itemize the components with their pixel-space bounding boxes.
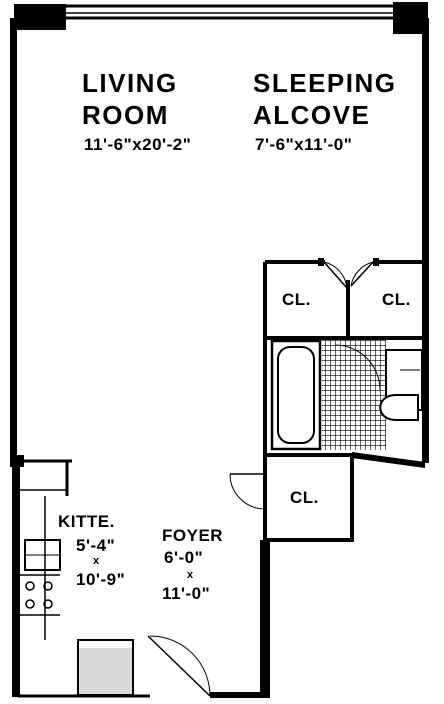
kitchen-dim2: 10'-9" xyxy=(76,570,125,589)
bottom-wall xyxy=(18,635,270,698)
kitchen-dim1: 5'-4" xyxy=(76,536,115,555)
kitchen-x: x xyxy=(93,555,100,567)
closet-block xyxy=(263,258,425,340)
closet-left-label: CL. xyxy=(282,290,311,309)
foyer-x: x xyxy=(187,569,194,581)
foyer-dim1: 6'-0" xyxy=(164,548,203,567)
top-wall xyxy=(14,2,428,34)
sleeping-alcove-dimensions: 7'-6"x11'-0" xyxy=(255,135,352,154)
kitchen-name: KITTE. xyxy=(58,512,115,531)
right-wall xyxy=(422,18,429,463)
closet-right-label: CL. xyxy=(382,290,411,309)
bathroom xyxy=(263,338,425,468)
sleeping-alcove-name-line1: SLEEPING xyxy=(253,68,396,98)
kitchen-area xyxy=(20,459,134,696)
foyer-label: FOYER 6'-0" x 11'-0" xyxy=(162,526,223,603)
sleeping-alcove-label: SLEEPING ALCOVE 7'-6"x11'-0" xyxy=(253,68,396,154)
closet-foyer-label: CL. xyxy=(290,488,319,507)
sleeping-alcove-name-line2: ALCOVE xyxy=(253,100,370,130)
living-room-dimensions: 11'-6"x20'-2" xyxy=(84,135,191,154)
foyer-closet xyxy=(229,455,354,692)
living-room-name-line1: LIVING xyxy=(82,68,178,98)
left-wall xyxy=(10,18,24,697)
foyer-dim2: 11'-0" xyxy=(162,584,210,603)
foyer-name: FOYER xyxy=(162,526,223,545)
kitchen-label: KITTE. 5'-4" x 10'-9" xyxy=(58,512,125,589)
living-room-label: LIVING ROOM 11'-6"x20'-2" xyxy=(82,68,191,154)
living-room-name-line2: ROOM xyxy=(82,100,169,130)
